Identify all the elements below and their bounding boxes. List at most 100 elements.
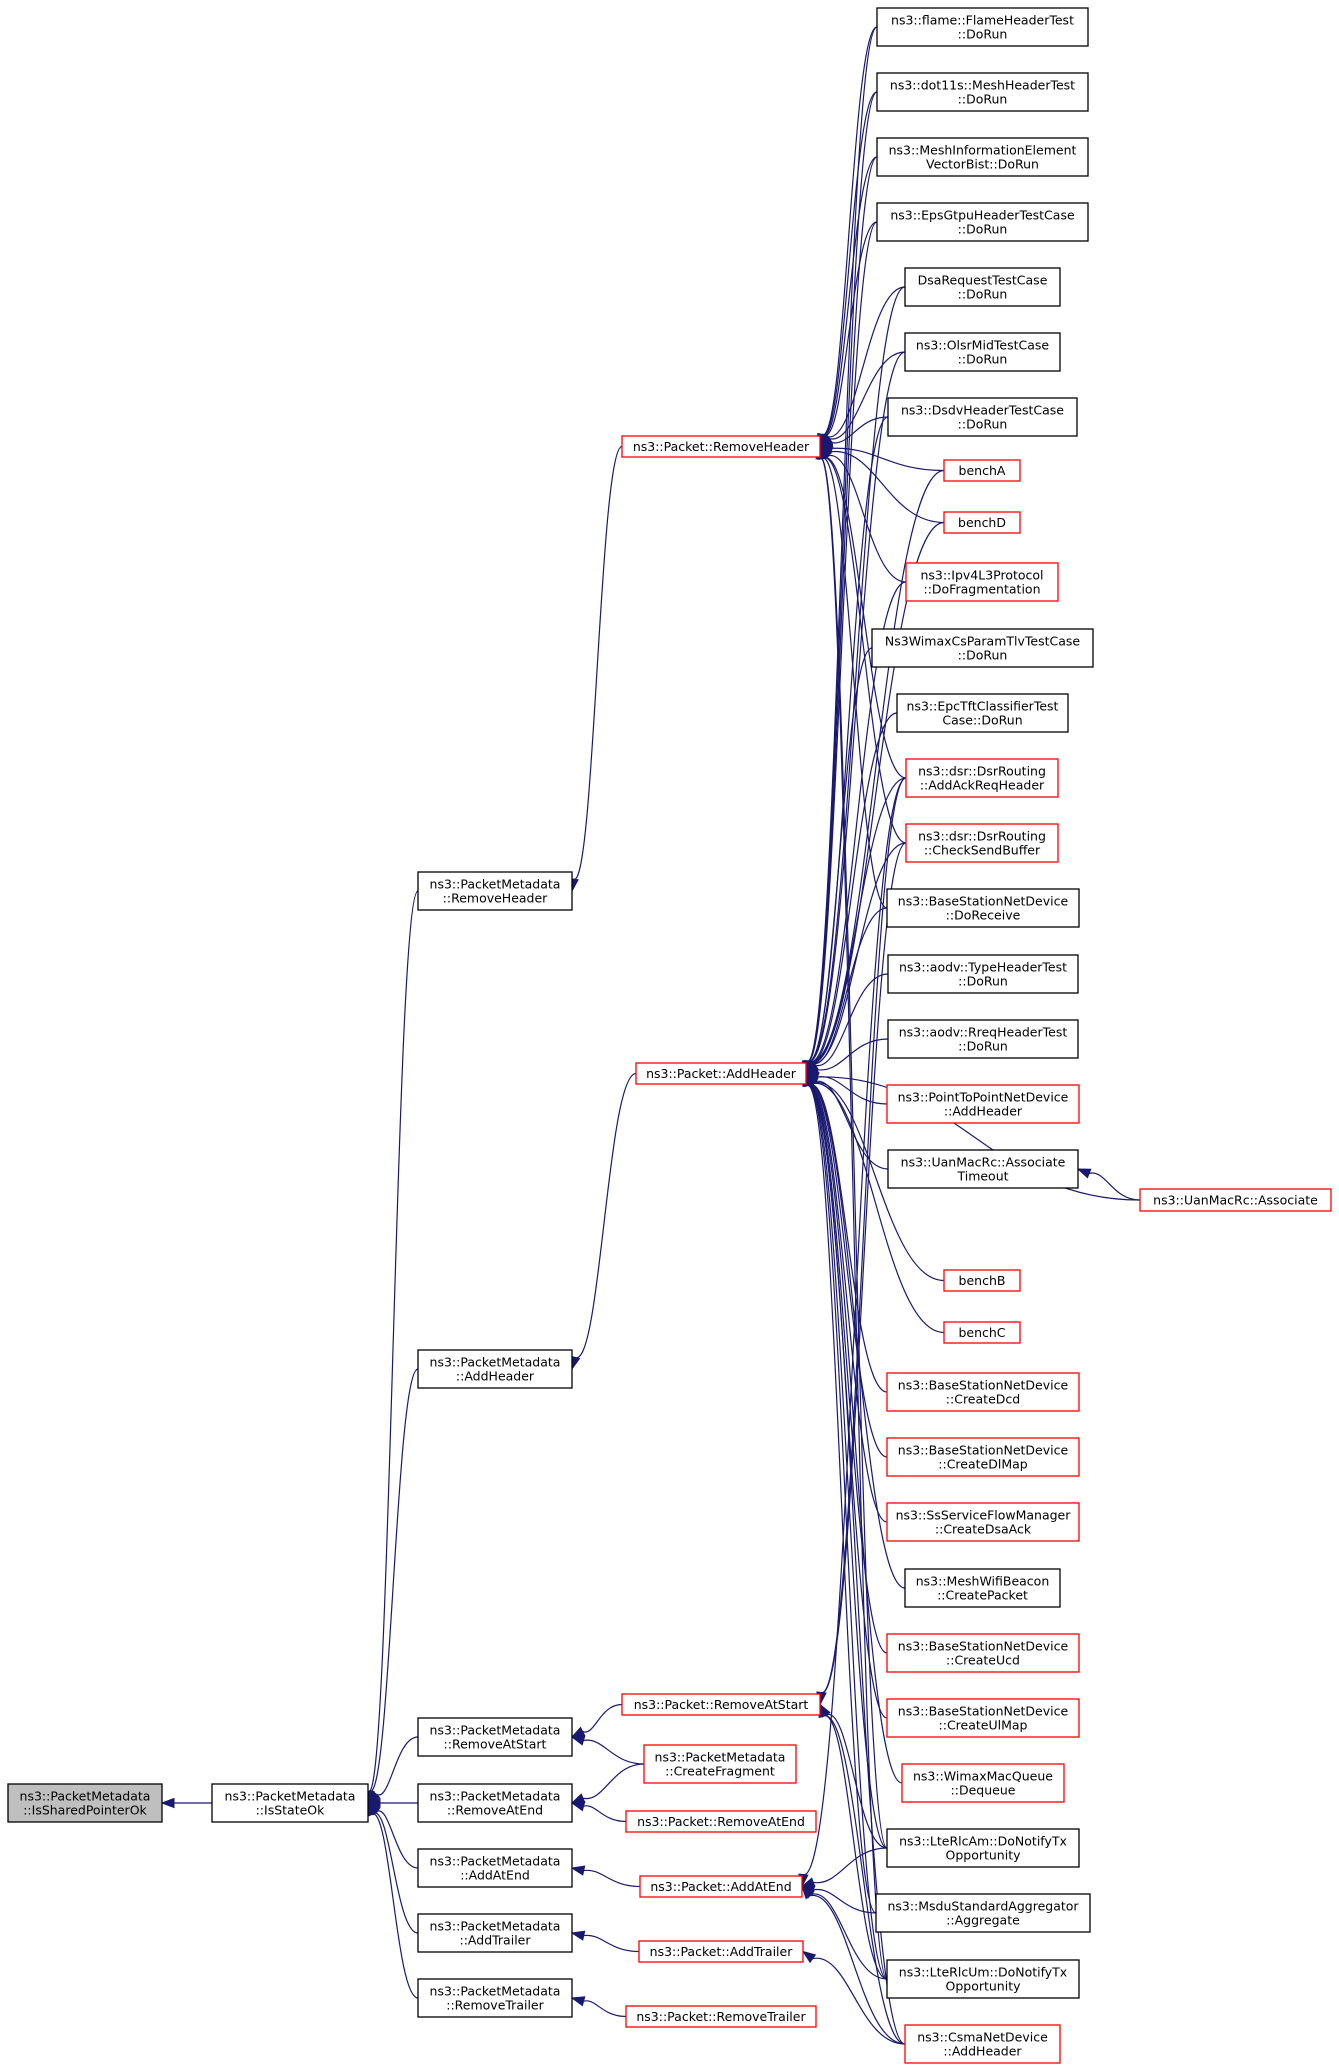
edge-arrowhead	[570, 1865, 586, 1876]
node-box	[621, 1693, 821, 1716]
node-ns3-dsr-dsrrouting-checksendbuffer[interactable]: ns3::dsr::DsrRouting::CheckSendBuffer	[905, 823, 1059, 863]
node-label: ::RemoveTrailer	[446, 1998, 544, 2013]
node-label: ::CreateDsaAck	[935, 1522, 1032, 1537]
edge-line	[821, 91, 878, 436]
node-ns3-basestationnetdevice-createulmap[interactable]: ns3::BaseStationNetDevice::CreateUlMap	[886, 1698, 1080, 1738]
node-benchd[interactable]: benchD	[943, 511, 1021, 534]
node-label: ::AddTrailer	[460, 1933, 532, 1948]
node-ns3-packetmetadata-createfragment[interactable]: ns3::PacketMetadata::CreateFragment	[643, 1744, 797, 1784]
edge-line	[582, 1763, 645, 1800]
edge-line	[809, 712, 898, 1063]
node-ns3-pointtopointnetdevice-addheader[interactable]: ns3::PointToPointNetDevice::AddHeader	[886, 1084, 1080, 1124]
node-bencha[interactable]: benchA	[943, 459, 1021, 482]
node-ns3-ssserviceflowmanager-createdsaack[interactable]: ns3::SsServiceFlowManager::CreateDsaAck	[886, 1502, 1080, 1542]
node-ns3-epsgtpuheadertestcase-dorun[interactable]: ns3::EpsGtpuHeaderTestCase::DoRun	[876, 202, 1089, 242]
node-box	[7, 1783, 163, 1823]
node-ns3-packet-removeatend[interactable]: ns3::Packet::RemoveAtEnd	[625, 1810, 817, 1833]
node-ns3-packet-removetrailer[interactable]: ns3::Packet::RemoveTrailer	[625, 2005, 817, 2028]
node-box	[639, 1875, 803, 1898]
node-label: ::DoRun	[958, 92, 1008, 107]
node-ns3-packetmetadata-removeatstart[interactable]: ns3::PacketMetadata::RemoveAtStart	[417, 1717, 573, 1757]
node-ns3-packetmetadata-isstateok[interactable]: ns3::PacketMetadata::IsStateOk	[211, 1783, 369, 1823]
node-ns3-packet-removeatstart[interactable]: ns3::Packet::RemoveAtStart	[621, 1693, 821, 1716]
node-ns3-packetmetadata-removetrailer[interactable]: ns3::PacketMetadata::RemoveTrailer	[417, 1978, 573, 2018]
node-benchc[interactable]: benchC	[943, 1321, 1021, 1344]
node-label: ns3::Packet::AddHeader	[646, 1066, 797, 1081]
node-ns3-packet-addatend[interactable]: ns3::Packet::AddAtEnd	[639, 1875, 803, 1898]
node-ns3-packet-addheader[interactable]: ns3::Packet::AddHeader	[635, 1062, 807, 1085]
node-ns3-basestationnetdevice-createdlmap[interactable]: ns3::BaseStationNetDevice::CreateDlMap	[886, 1437, 1080, 1477]
node-label: ns3::MeshWifiBeacon	[916, 1574, 1050, 1589]
node-box	[871, 628, 1094, 668]
node-box	[905, 562, 1059, 602]
node-label: ::CreateUcd	[946, 1653, 1020, 1668]
node-ns3-meshwifibeacon-createpacket[interactable]: ns3::MeshWifiBeacon::CreatePacket	[904, 1568, 1061, 1608]
node-ns3-wimaxmacqueue-dequeue[interactable]: ns3::WimaxMacQueue::Dequeue	[901, 1763, 1065, 1803]
node-ns3-packetmetadata-issharedpointerok[interactable]: ns3::PacketMetadata::IsSharedPointerOk	[7, 1783, 163, 1823]
node-dsarequesttestcase-dorun[interactable]: DsaRequestTestCase::DoRun	[904, 267, 1061, 307]
node-ns3-packetmetadata-removeatend[interactable]: ns3::PacketMetadata::RemoveAtEnd	[417, 1783, 573, 1823]
edge-line	[583, 2000, 627, 2018]
node-ns3-ipv4l3protocol-dofragmentation[interactable]: ns3::Ipv4L3Protocol::DoFragmentation	[905, 562, 1059, 602]
call-edge-p_ras-csma	[818, 1703, 906, 2045]
node-box	[904, 267, 1061, 307]
node-label: benchC	[958, 1325, 1005, 1340]
edge-arrowhead	[570, 1930, 586, 1941]
node-ns3-dsr-dsrrouting-addackreqheader[interactable]: ns3::dsr::DsrRouting::AddAckReqHeader	[905, 758, 1059, 798]
edge-line	[808, 1084, 906, 1589]
edge-line	[574, 1072, 637, 1359]
node-label: ::IsStateOk	[256, 1803, 326, 1818]
node-ns3-aodv-rreqheadertest-dorun[interactable]: ns3::aodv::RreqHeaderTest::DoRun	[887, 1019, 1079, 1059]
call-edge-p_ah-lterlcum	[802, 1072, 888, 1980]
node-benchb[interactable]: benchB	[943, 1269, 1021, 1292]
node-ns3-basestationnetdevice-createucd[interactable]: ns3::BaseStationNetDevice::CreateUcd	[886, 1633, 1080, 1673]
node-ns3-packetmetadata-addheader[interactable]: ns3::PacketMetadata::AddHeader	[417, 1349, 573, 1389]
node-ns3-packet-removeheader[interactable]: ns3::Packet::RemoveHeader	[621, 435, 821, 458]
node-box	[886, 1502, 1080, 1542]
node-ns3-olsrmidtestcase-dorun[interactable]: ns3::OlsrMidTestCase::DoRun	[904, 332, 1061, 372]
node-label: ::AddHeader	[456, 1369, 535, 1384]
call-edge-pm_rae-p_rae	[570, 1801, 627, 1823]
call-edge-p_ah-flame	[801, 26, 878, 1075]
node-label: ::CreateDlMap	[938, 1457, 1028, 1472]
node-ns3-packet-addtrailer[interactable]: ns3::Packet::AddTrailer	[638, 1940, 804, 1963]
node-ns3-meshinformationelement-vectorbist-dorun[interactable]: ns3::MeshInformationElementVectorBist::D…	[876, 137, 1089, 177]
node-label: ::CreatePacket	[937, 1588, 1028, 1603]
node-ns3-csmanetdevice-addheader[interactable]: ns3::CsmaNetDevice::AddHeader	[904, 2024, 1061, 2064]
node-ns3-msdustandardaggregator-aggregate[interactable]: ns3::MsduStandardAggregator::Aggregate	[875, 1893, 1091, 1933]
node-label: ns3::Packet::RemoveTrailer	[636, 2009, 806, 2024]
node-ns3-packetmetadata-removeheader[interactable]: ns3::PacketMetadata::RemoveHeader	[417, 871, 573, 911]
node-label: ::RemoveHeader	[443, 891, 549, 906]
edge-line	[823, 1715, 888, 1980]
node-label: ::DoRun	[958, 27, 1008, 42]
call-edge-p_rh-flame	[816, 26, 878, 448]
node-label: ns3::PacketMetadata	[430, 1355, 561, 1370]
node-ns3-packetmetadata-addatend[interactable]: ns3::PacketMetadata::AddAtEnd	[417, 1848, 573, 1888]
node-ns3-dsdvheadertestcase-dorun[interactable]: ns3::DsdvHeaderTestCase::DoRun	[887, 397, 1078, 437]
edge-line	[820, 457, 888, 1980]
node-ns3-basestationnetdevice-doreceive[interactable]: ns3::BaseStationNetDevice::DoReceive	[886, 888, 1080, 928]
node-ns3-uanmacrc-associate[interactable]: ns3::UanMacRc::Associate	[1139, 1188, 1332, 1212]
node-label: ns3::OlsrMidTestCase	[916, 338, 1049, 353]
node-label: ::DoRun	[958, 287, 1008, 302]
node-label: benchD	[958, 515, 1006, 530]
node-ns3-flame-flameheadertest-dorun[interactable]: ns3::flame::FlameHeaderTest::DoRun	[876, 7, 1089, 47]
node-ns3-basestationnetdevice-createdcd[interactable]: ns3::BaseStationNetDevice::CreateDcd	[886, 1372, 1080, 1412]
node-label: ns3::WimaxMacQueue	[913, 1769, 1053, 1784]
edge-line	[825, 1714, 888, 1849]
node-ns3wimaxcsparamtlvtestcase-dorun[interactable]: Ns3WimaxCsParamTlvTestCase::DoRun	[871, 628, 1094, 668]
node-ns3-dot11s-meshheadertest-dorun[interactable]: ns3::dot11s::MeshHeaderTest::DoRun	[876, 72, 1089, 112]
node-box	[887, 397, 1078, 437]
node-label: Timeout	[956, 1169, 1008, 1184]
node-ns3-packetmetadata-addtrailer[interactable]: ns3::PacketMetadata::AddTrailer	[417, 1913, 573, 1953]
call-edge-uanto-uanassoc	[1076, 1168, 1141, 1201]
node-label: ns3::LteRlcAm::DoNotifyTx	[899, 1834, 1067, 1849]
node-label: ns3::SsServiceFlowManager	[896, 1508, 1072, 1523]
node-ns3-aodv-typeheadertest-dorun[interactable]: ns3::aodv::TypeHeaderTest::DoRun	[887, 954, 1079, 994]
node-box	[417, 1717, 573, 1757]
edge-line	[831, 416, 889, 444]
